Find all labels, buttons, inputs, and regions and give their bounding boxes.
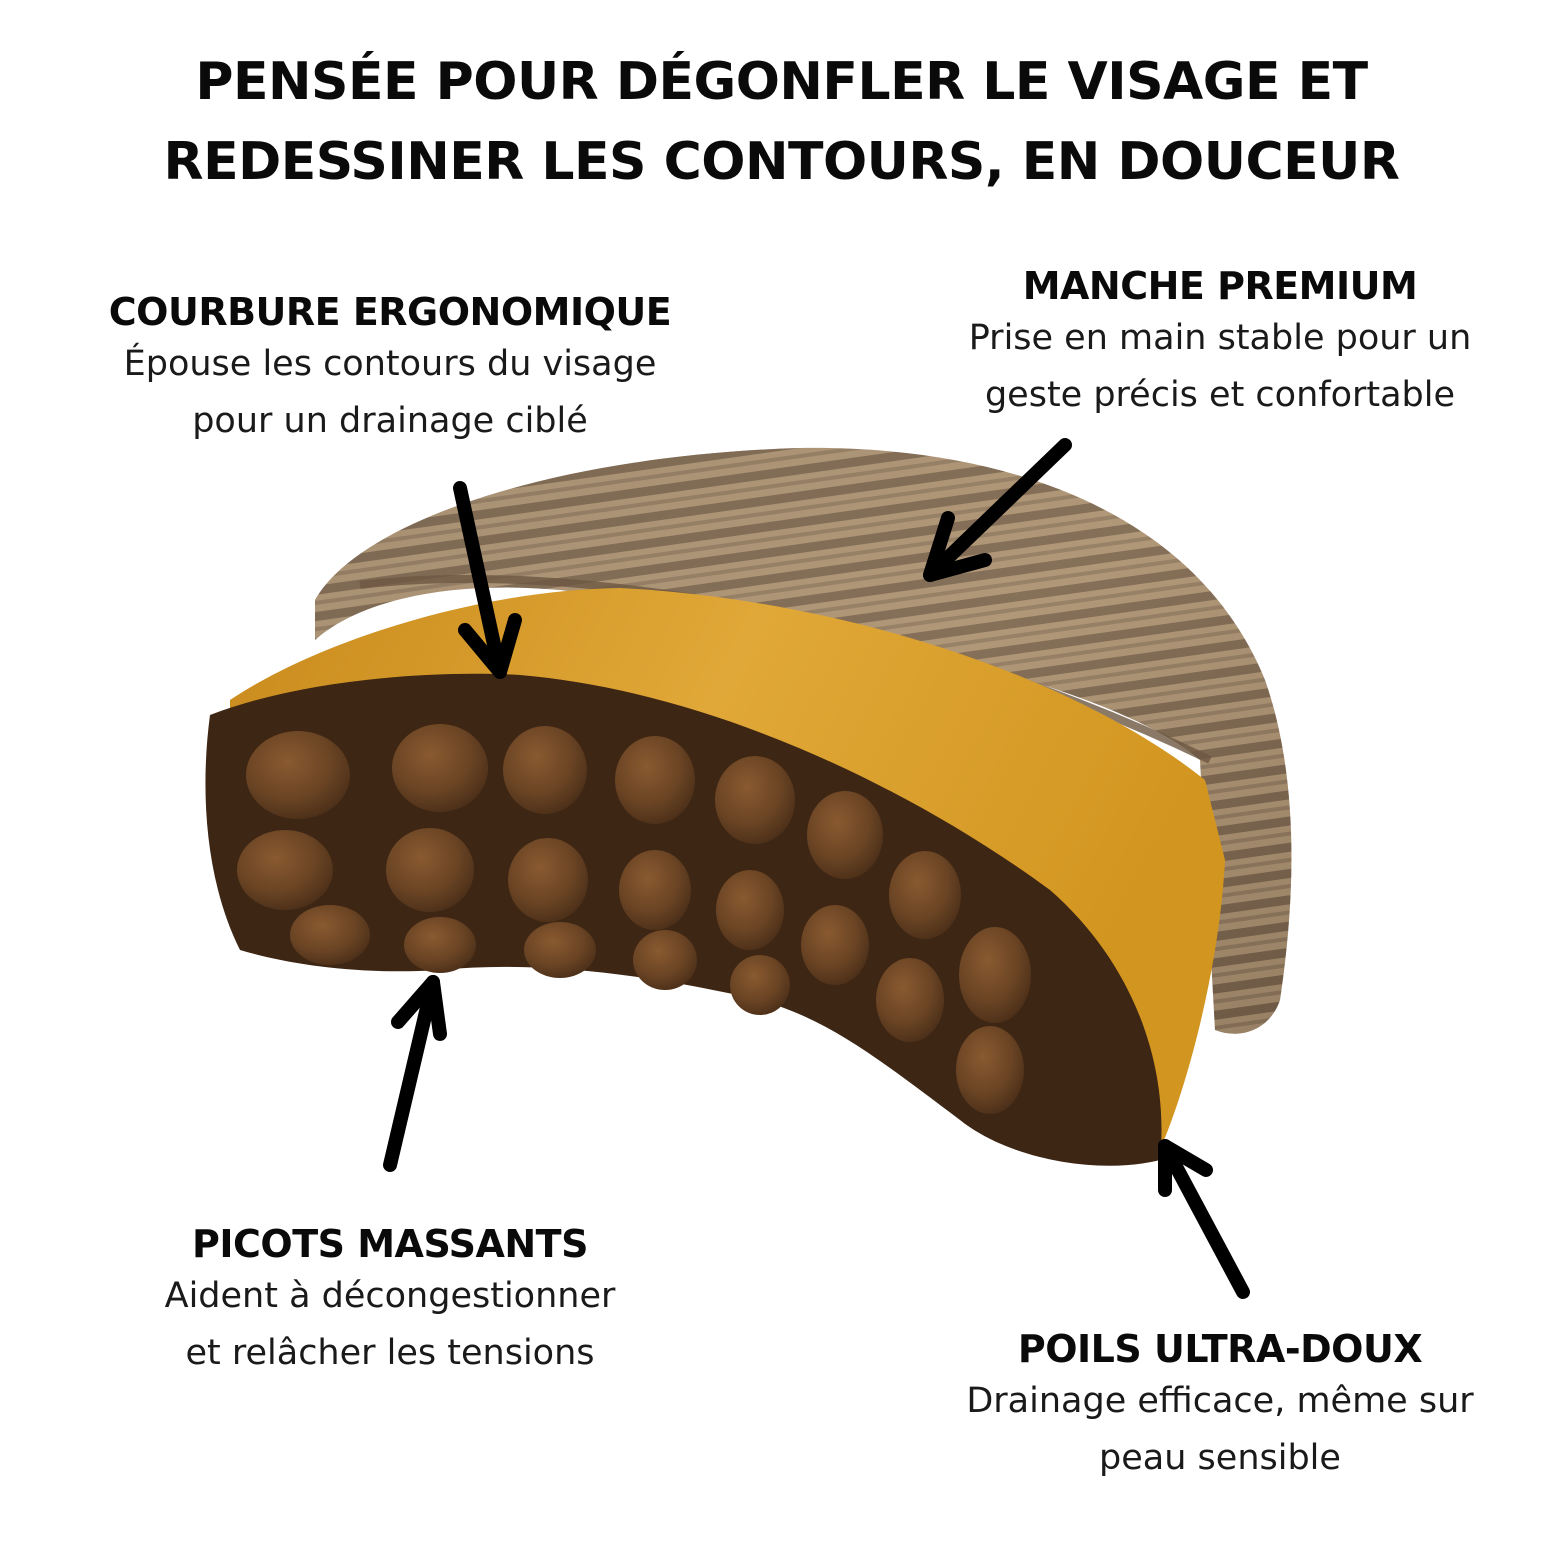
callout-title: MANCHE PREMIUM [1022, 264, 1418, 308]
massage-nubs [237, 724, 1031, 1114]
callout-poils-ultra-doux: POILS ULTRA-DOUX Drainage efficace, même… [900, 1325, 1540, 1487]
callout-desc-line-2: et relâcher les tensions [185, 1333, 595, 1373]
callout-desc-line-1: Épouse les contours du visage [123, 344, 657, 384]
callout-picots-massants: PICOTS MASSANTS Aident à décongestionner… [110, 1220, 670, 1382]
gold-bristles [230, 588, 1225, 1150]
callout-desc-line-1: Drainage efficace, même sur [966, 1381, 1474, 1421]
callout-title: POILS ULTRA-DOUX [1017, 1327, 1423, 1371]
arrow-down-icon [453, 481, 522, 679]
callout-manche-premium: MANCHE PREMIUM Prise en main stable pour… [900, 262, 1540, 424]
headline-line-2: REDESSINER LES CONTOURS, EN DOUCEUR [163, 132, 1400, 192]
headline-line-1: PENSÉE POUR DÉGONFLER LE VISAGE ET [195, 52, 1368, 112]
callout-desc-line-2: geste précis et confortable [984, 375, 1456, 415]
arrow-up-icon [383, 975, 447, 1172]
arrow-down-left-icon [923, 438, 1072, 582]
callout-desc-line-1: Aident à décongestionner [164, 1276, 616, 1316]
callout-title: COURBURE ERGONOMIQUE [108, 290, 672, 334]
arrow-up-left-icon [1158, 1139, 1250, 1299]
callout-title: PICOTS MASSANTS [192, 1222, 588, 1266]
callout-desc-line-2: peau sensible [1099, 1438, 1341, 1478]
page-headline: PENSÉE POUR DÉGONFLER LE VISAGE ET REDES… [0, 42, 1563, 202]
callout-desc-line-1: Prise en main stable pour un [968, 318, 1472, 358]
callout-courbure-ergonomique: COURBURE ERGONOMIQUE Épouse les contours… [60, 288, 720, 450]
dark-bristle-face [205, 673, 1162, 1166]
wooden-handle [315, 447, 1292, 1034]
callout-desc-line-2: pour un drainage ciblé [192, 401, 588, 441]
